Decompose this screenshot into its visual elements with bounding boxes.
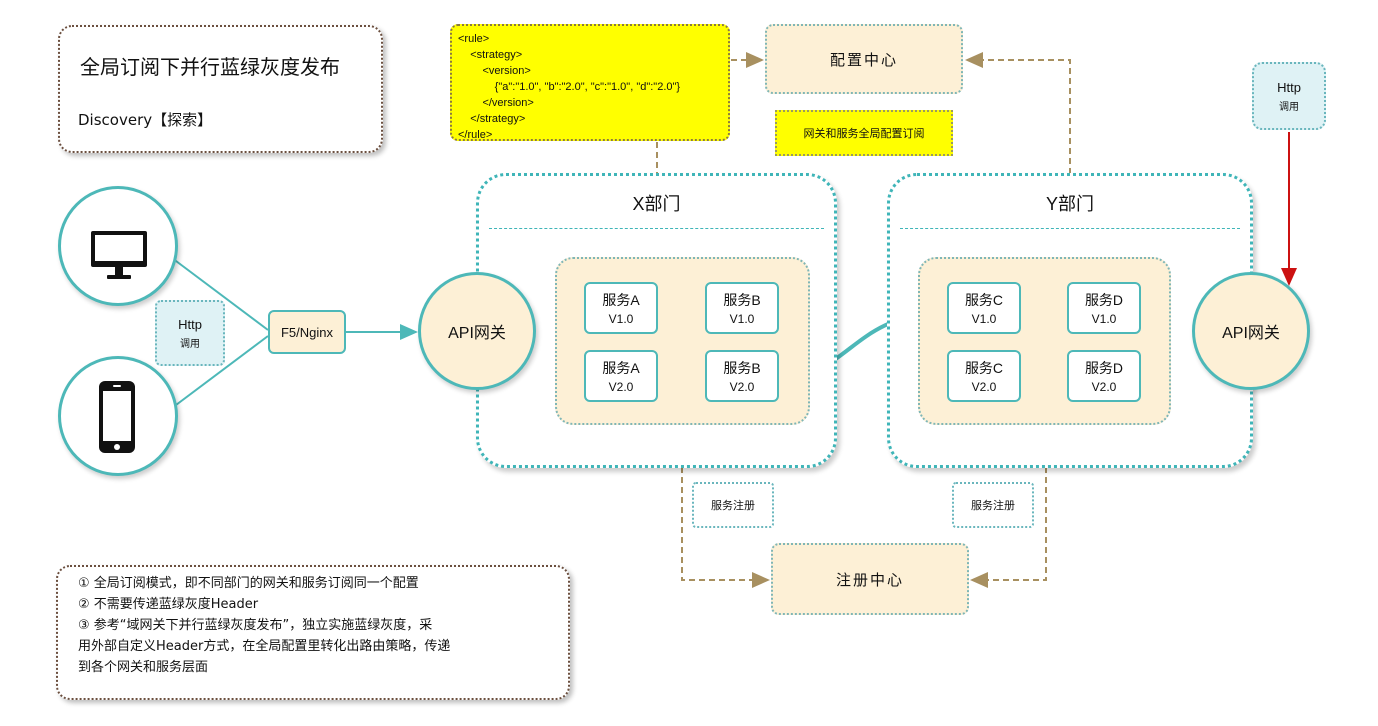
service-version: V2.0 bbox=[1091, 380, 1117, 394]
service-node: 服务D V2.0 bbox=[1067, 350, 1141, 402]
http-call-right: Http 调用 bbox=[1252, 62, 1326, 130]
title-card: 全局订阅下并行蓝绿灰度发布 Discovery【探索】 bbox=[58, 25, 383, 153]
notes-card: ① 全局订阅模式，即不同部门的网关和服务订阅同一个配置 ② 不需要传递蓝绿灰度H… bbox=[56, 565, 570, 700]
http-call-left: Http 调用 bbox=[155, 300, 225, 366]
dept-y-divider bbox=[900, 228, 1240, 229]
service-register-note-left: 服务注册 bbox=[692, 482, 774, 528]
dept-x-divider bbox=[489, 228, 824, 229]
service-name: 服务C bbox=[964, 360, 1004, 376]
http-call-sub: 调用 bbox=[180, 338, 200, 350]
http-call-title: Http bbox=[178, 316, 202, 332]
page-title: 全局订阅下并行蓝绿灰度发布 bbox=[80, 55, 340, 79]
xml-line: <version> bbox=[458, 65, 531, 77]
xml-line: </strategy> bbox=[458, 113, 526, 125]
service-name: 服务D bbox=[1084, 360, 1124, 376]
desktop-client bbox=[58, 186, 178, 306]
service-node: 服务B V1.0 bbox=[705, 282, 779, 334]
service-name: 服务B bbox=[723, 360, 761, 376]
http-call-sub: 调用 bbox=[1279, 101, 1299, 113]
http-call-title: Http bbox=[1277, 79, 1301, 95]
dept-x-title: X部门 bbox=[632, 194, 681, 214]
service-name: 服务A bbox=[602, 360, 640, 376]
service-version: V1.0 bbox=[729, 312, 755, 326]
service-node: 服务C V1.0 bbox=[947, 282, 1021, 334]
service-version: V2.0 bbox=[729, 380, 755, 394]
xml-line: <rule> bbox=[458, 33, 490, 45]
mobile-phone-icon bbox=[99, 381, 135, 453]
service-register-note-right: 服务注册 bbox=[952, 482, 1034, 528]
desktop-to-f5-line bbox=[171, 257, 269, 331]
subscription-note: 网关和服务全局配置订阅 bbox=[775, 110, 953, 156]
registry-center-box: 注册中心 bbox=[771, 543, 969, 615]
api-gateway-left: API网关 bbox=[418, 272, 536, 390]
xml-line: </rule> bbox=[458, 129, 493, 141]
note-line: ① 全局订阅模式，即不同部门的网关和服务订阅同一个配置 bbox=[78, 576, 419, 591]
note-line: ② 不需要传递蓝绿灰度Header bbox=[78, 597, 259, 612]
service-node: 服务D V1.0 bbox=[1067, 282, 1141, 334]
service-version: V1.0 bbox=[971, 312, 997, 326]
service-node: 服务A V2.0 bbox=[584, 350, 658, 402]
service-version: V1.0 bbox=[608, 312, 634, 326]
service-name: 服务B bbox=[723, 292, 761, 308]
note-line: ③ 参考“域网关下并行蓝绿灰度发布”，独立实施蓝绿灰度，采 bbox=[78, 618, 433, 633]
mobile-to-f5-line bbox=[171, 335, 269, 409]
f5-nginx-box: F5/Nginx bbox=[268, 310, 346, 354]
service-node: 服务B V2.0 bbox=[705, 350, 779, 402]
xml-line: </version> bbox=[458, 97, 534, 109]
mobile-client bbox=[58, 356, 178, 476]
xml-rule-box: <rule> <strategy> <version> {"a":"1.0", … bbox=[450, 24, 730, 141]
service-version: V2.0 bbox=[608, 380, 634, 394]
xml-line: {"a":"1.0", "b":"2.0", "c":"1.0", "d":"2… bbox=[458, 81, 681, 93]
dept-y-to-config-arrow bbox=[965, 52, 1071, 174]
service-name: 服务A bbox=[602, 292, 640, 308]
service-node: 服务C V2.0 bbox=[947, 350, 1021, 402]
dept-y-to-registry-arrow bbox=[970, 427, 1047, 588]
service-name: 服务C bbox=[964, 292, 1004, 308]
note-line: 用外部自定义Header方式，在全局配置里转化出路由策略，传递 bbox=[78, 639, 451, 654]
api-gateway-right: API网关 bbox=[1192, 272, 1310, 390]
page-subtitle: Discovery【探索】 bbox=[78, 111, 213, 129]
dept-y-title: Y部门 bbox=[1045, 194, 1094, 214]
service-name: 服务D bbox=[1084, 292, 1124, 308]
xml-line: <strategy> bbox=[458, 49, 523, 61]
service-version: V2.0 bbox=[971, 380, 997, 394]
config-center-box: 配置中心 bbox=[765, 24, 963, 94]
dept-x-to-registry-arrow bbox=[681, 427, 770, 588]
note-line: 到各个网关和服务层面 bbox=[78, 660, 209, 675]
service-version: V1.0 bbox=[1091, 312, 1117, 326]
service-node: 服务A V1.0 bbox=[584, 282, 658, 334]
desktop-monitor-icon bbox=[91, 231, 147, 279]
